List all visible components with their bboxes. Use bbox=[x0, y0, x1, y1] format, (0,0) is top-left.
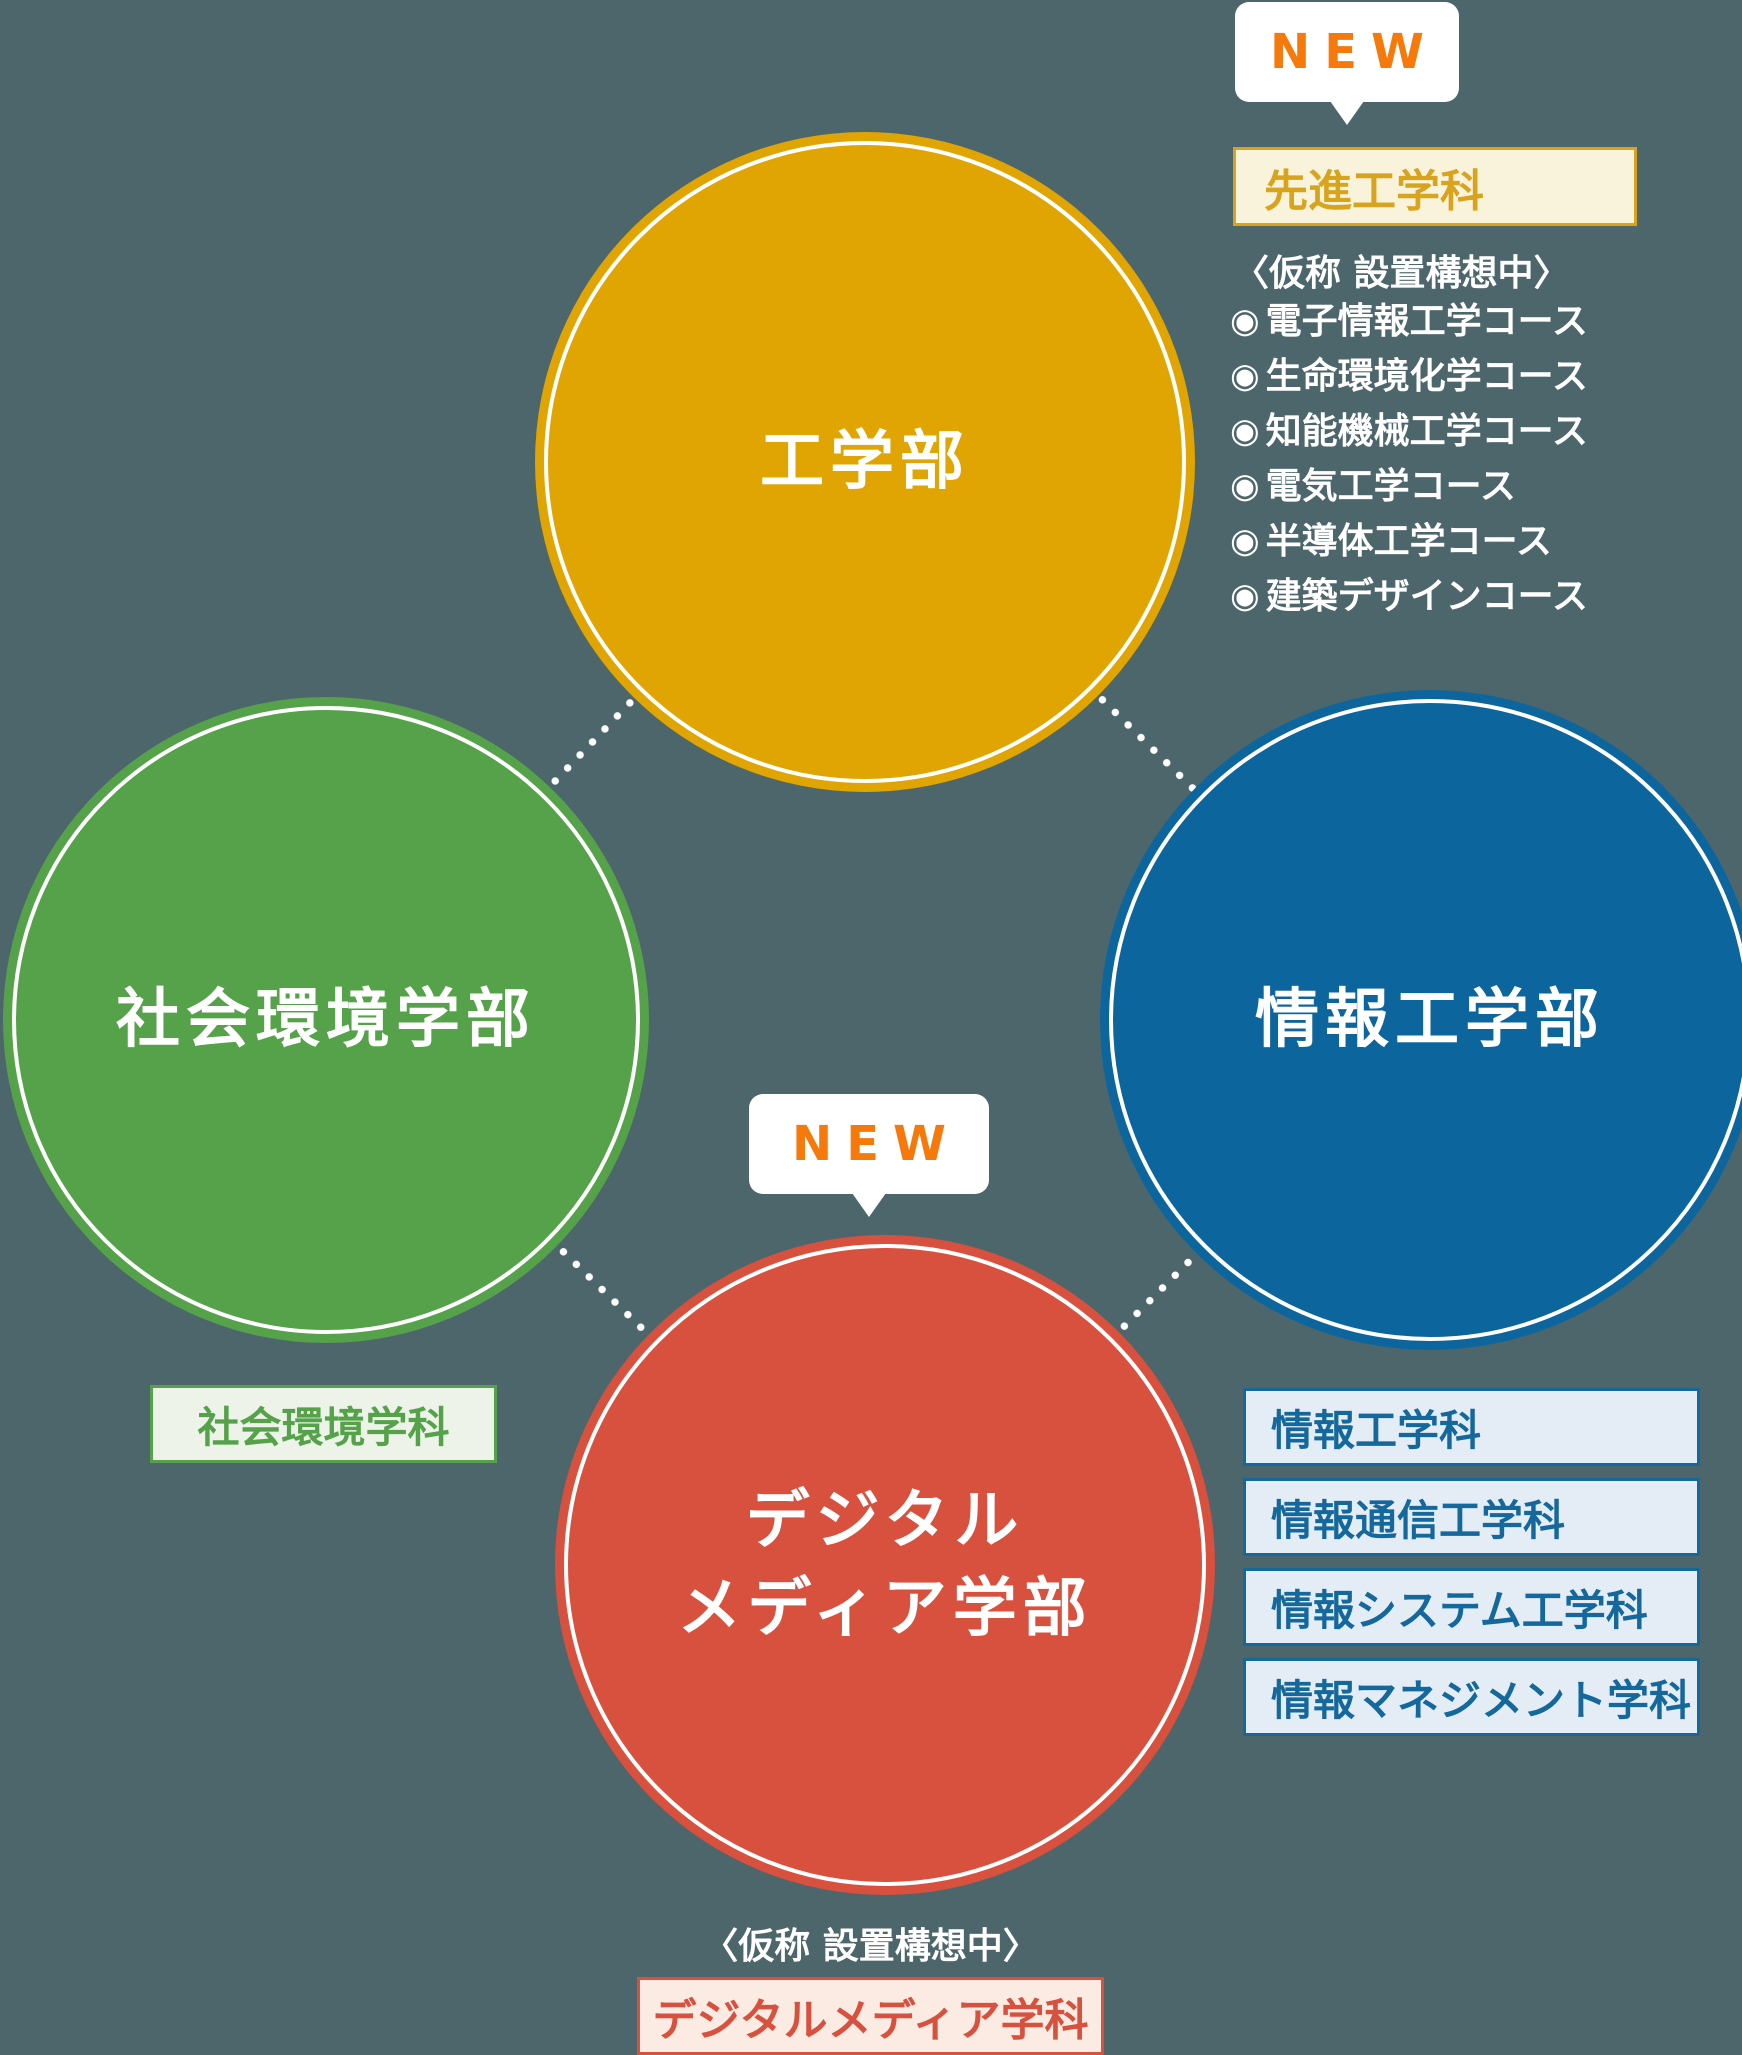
course-label: 知能機械工学コース bbox=[1265, 411, 1588, 452]
new-badge-engineering: NEW bbox=[1235, 2, 1459, 125]
digital-media-dept-label: デジタルメディア学科 bbox=[652, 1995, 1089, 2046]
information-dept-label: 情報通信工学科 bbox=[1271, 1495, 1566, 1545]
engineering-provisional-note: 〈仮称 設置構想中〉 bbox=[1233, 253, 1570, 294]
course-label: 生命環境化学コース bbox=[1265, 356, 1588, 397]
information-dept-box[interactable]: 情報工学科 bbox=[1243, 1388, 1700, 1466]
digital-media-dept-box[interactable]: デジタルメディア学科 bbox=[637, 1977, 1104, 2055]
speech-tail-icon bbox=[852, 1193, 886, 1217]
course-item: ◉ 生命環境化学コース bbox=[1230, 349, 1588, 404]
course-label: 電気工学コース bbox=[1265, 466, 1516, 507]
fisheye-bullet-icon: ◉ bbox=[1230, 576, 1260, 616]
course-item: ◉ 電気工学コース bbox=[1230, 459, 1588, 514]
speech-tail-icon bbox=[1330, 101, 1364, 125]
new-badge-digital-media: NEW bbox=[749, 1094, 989, 1217]
course-item: ◉ 建築デザインコース bbox=[1230, 569, 1588, 624]
digital-media-title-line1: デジタル bbox=[745, 1483, 1025, 1558]
fisheye-bullet-icon: ◉ bbox=[1230, 356, 1260, 396]
information-dept-box[interactable]: 情報通信工学科 bbox=[1243, 1478, 1700, 1556]
information-dept-box[interactable]: 情報システム工学科 bbox=[1243, 1568, 1700, 1646]
new-badge-digital-media-text: NEW bbox=[792, 1116, 960, 1172]
social-environment-dept-label: 社会環境学科 bbox=[197, 1402, 450, 1452]
engineering-title: 工学部 bbox=[760, 424, 970, 499]
fisheye-bullet-icon: ◉ bbox=[1230, 301, 1260, 341]
digital-media-title: デジタル メディア学部 bbox=[677, 1477, 1093, 1654]
course-list: ◉ 電子情報工学コース ◉ 生命環境化学コース ◉ 知能機械工学コース ◉ 電気… bbox=[1230, 294, 1588, 624]
course-label: 半導体工学コース bbox=[1265, 521, 1552, 562]
social-environment-dept-box[interactable]: 社会環境学科 bbox=[150, 1385, 497, 1463]
connector-engineering-information bbox=[1092, 690, 1198, 794]
course-item: ◉ 半導体工学コース bbox=[1230, 514, 1588, 569]
information-dept-box[interactable]: 情報マネジメント学科 bbox=[1243, 1658, 1700, 1736]
course-item: ◉ 知能機械工学コース bbox=[1230, 404, 1588, 459]
circle-digital-media[interactable]: デジタル メディア学部 bbox=[555, 1235, 1215, 1895]
connector-social-digital bbox=[553, 1242, 653, 1339]
course-label: 建築デザインコース bbox=[1265, 576, 1588, 617]
digital-media-provisional-note: 〈仮称 設置構想中〉 bbox=[702, 1926, 1039, 1967]
circle-social-environment[interactable]: 社会環境学部 bbox=[3, 697, 649, 1343]
fisheye-bullet-icon: ◉ bbox=[1230, 466, 1260, 506]
information-dept-label: 情報マネジメント学科 bbox=[1271, 1675, 1692, 1725]
connector-engineering-social bbox=[545, 696, 636, 791]
information-dept-label: 情報工学科 bbox=[1271, 1405, 1482, 1455]
advanced-engineering-dept-box[interactable]: 先進工学科 bbox=[1233, 147, 1637, 226]
course-label: 電子情報工学コース bbox=[1265, 301, 1588, 342]
new-badge-engineering-text: NEW bbox=[1270, 24, 1438, 80]
social-environment-title: 社会環境学部 bbox=[116, 982, 536, 1057]
information-dept-label: 情報システム工学科 bbox=[1271, 1585, 1648, 1635]
course-item: ◉ 電子情報工学コース bbox=[1230, 294, 1588, 349]
connector-digital-information bbox=[1114, 1250, 1201, 1336]
advanced-engineering-dept-label: 先進工学科 bbox=[1264, 165, 1484, 217]
fisheye-bullet-icon: ◉ bbox=[1230, 521, 1260, 561]
circle-information-engineering[interactable]: 情報工学部 bbox=[1100, 690, 1742, 1350]
fisheye-bullet-icon: ◉ bbox=[1230, 411, 1260, 451]
information-engineering-title: 情報工学部 bbox=[1255, 982, 1605, 1057]
digital-media-title-line2: メディア学部 bbox=[677, 1572, 1093, 1646]
circle-engineering[interactable]: 工学部 bbox=[535, 132, 1195, 792]
